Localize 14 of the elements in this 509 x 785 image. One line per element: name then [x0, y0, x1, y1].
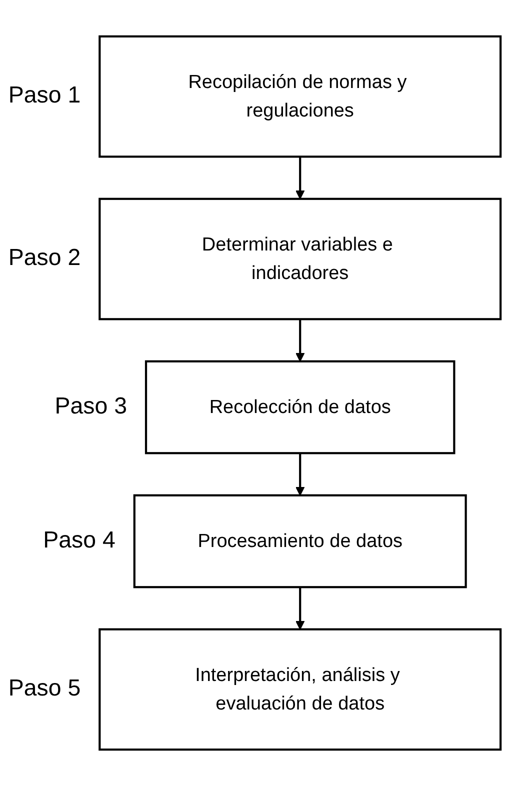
arrow [295, 586, 305, 630]
arrow [295, 318, 305, 362]
node-box: Recolección de datos [144, 360, 456, 454]
node-box: Determinar variables e indicadores [98, 197, 502, 320]
step-label: Paso 3 [54, 392, 128, 418]
step-label: Paso 1 [8, 81, 81, 108]
step-label: Paso 4 [43, 526, 116, 552]
node-box: Recopilación de normas y regulaciones [98, 34, 502, 158]
step-label: Paso 2 [8, 244, 81, 270]
step-label: Paso 5 [8, 674, 81, 700]
arrow [295, 452, 305, 496]
node-box: Interpretación, análisis y evaluación de datos [98, 628, 502, 750]
node-box: Procesamiento de datos [133, 494, 467, 588]
arrow [295, 156, 305, 199]
